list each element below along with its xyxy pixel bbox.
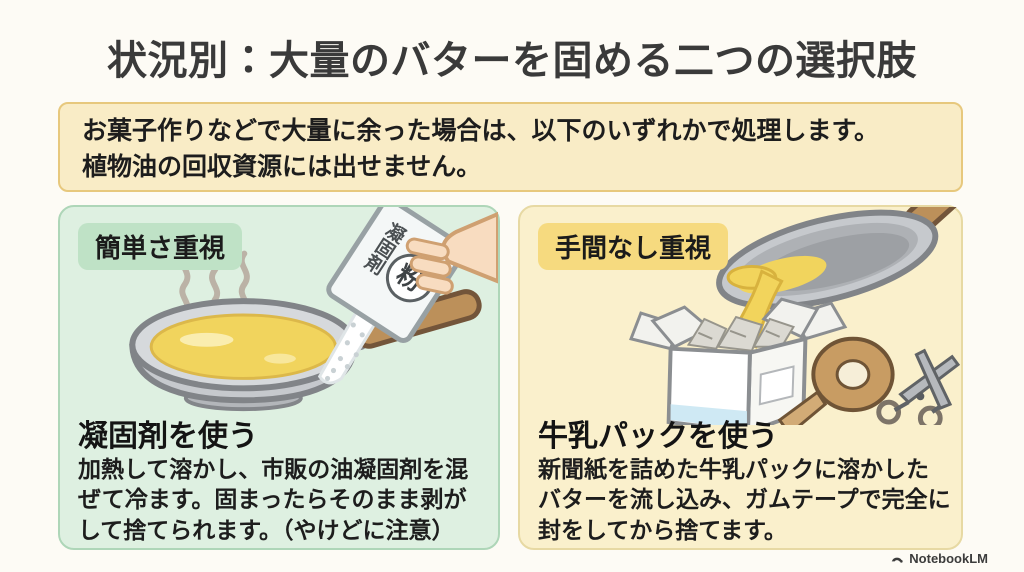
- option-heading-milk-carton: 牛乳パックを使う: [538, 420, 778, 453]
- priority-badge-easy: 簡単さ重視: [78, 223, 243, 270]
- footer-brand-label: NotebookLM: [909, 551, 988, 566]
- panel-milk-carton: 手間なし重視 牛乳パックを使う 新聞紙を詰めた牛乳パックに溶かしたバターを流し込…: [518, 205, 963, 550]
- footer-brand: NotebookLM: [890, 551, 988, 566]
- option-heading-coagulant: 凝固剤を使う: [78, 420, 258, 453]
- priority-badge-no-hassle: 手間なし重視: [538, 223, 729, 270]
- milk-carton-pour-illustration: [629, 207, 961, 425]
- option-description-milk-carton: 新聞紙を詰めた牛乳パックに溶かしたバターを流し込み、ガムテープで完全に封をしてか…: [538, 456, 951, 543]
- page-title: 状況別：大量のバターを固める二つの選択肢: [107, 39, 917, 83]
- hand-icon: [405, 211, 498, 295]
- note-line-2: 植物油の回収資源には出せません。: [82, 152, 482, 181]
- frying-pan-powder-illustration: 凝固剤 粉: [129, 207, 498, 412]
- option-description-coagulant: 加熱して溶かし、市販の油凝固剤を混ぜて冷ます。固まったらそのまま剥がして捨てられ…: [78, 456, 469, 543]
- notebooklm-logo-icon: [892, 557, 903, 563]
- panel-coagulant: 凝固剤 粉 簡単さ重視 凝固剤を使う 加熱して溶かし、市販の油凝固剤を混ぜて冷ま…: [58, 205, 500, 550]
- note-line-1: お菓子作りなどで大量に余った場合は、以下のいずれかで処理します。: [82, 117, 880, 145]
- scissors-icon: [876, 348, 961, 425]
- note-box: お菓子作りなどで大量に余った場合は、以下のいずれかで処理します。 植物油の回収資…: [58, 102, 963, 192]
- newspaper-icon: [686, 315, 796, 352]
- tape-icon: [777, 336, 895, 425]
